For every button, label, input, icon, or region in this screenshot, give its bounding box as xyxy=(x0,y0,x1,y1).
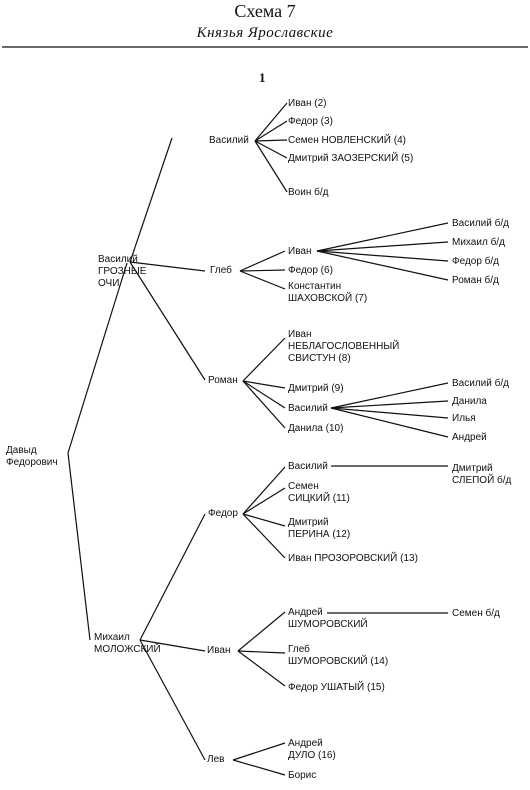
person-vasiliy-bd2: Василий б/д xyxy=(452,377,509,389)
person-dmitriy-5: Дмитрий ЗАОЗЕРСКИЙ (5) xyxy=(288,151,413,164)
person-fedor-3: Федор (3) xyxy=(288,116,333,127)
person-label-line: ГРОЗНЫЕ xyxy=(98,266,147,277)
person-label-line: Андрей xyxy=(288,607,323,618)
person-label-line: Роман xyxy=(208,375,238,386)
person-label-line: Семен xyxy=(288,481,319,492)
person-label-line: Василий xyxy=(288,403,328,414)
person-roman: Роман xyxy=(208,375,238,386)
person-label-line: Давыд xyxy=(6,445,37,456)
person-fedor-bd: Федор б/д xyxy=(452,255,499,267)
person-label-line: Василий б/д xyxy=(452,217,509,229)
person-label-line: Данила xyxy=(452,396,487,407)
person-label-line: Глеб xyxy=(210,264,232,276)
person-label-line: Константин xyxy=(288,281,341,292)
person-fedor-15: Федор УШАТЫЙ (15) xyxy=(288,680,385,693)
person-label-line: Дмитрий ЗАОЗЕРСКИЙ (5) xyxy=(288,151,413,164)
person-label-line: Иван xyxy=(288,329,311,340)
person-label-line: Федор УШАТЫЙ (15) xyxy=(288,680,385,693)
person-label-line: Василий xyxy=(209,135,249,146)
person-label-line: Андрей xyxy=(452,432,487,443)
person-label-line: ШУМОРОВСКИЙ (14) xyxy=(288,654,388,667)
person-label-line: Василий xyxy=(288,461,328,472)
person-ilya: Илья xyxy=(452,413,476,424)
person-label-line: Михаил б/д xyxy=(452,236,505,248)
person-label-line: Иван xyxy=(288,246,311,257)
person-vasiliy-r: Василий xyxy=(288,403,328,414)
person-label-line: Дмитрий xyxy=(288,517,329,528)
page-marker: 1 xyxy=(259,70,266,85)
person-label-line: Дмитрий (9) xyxy=(288,383,344,394)
person-label-line: Роман б/д xyxy=(452,274,499,286)
person-label-line: СИЦКИЙ (11) xyxy=(288,491,350,504)
person-ivan-13: Иван ПРОЗОРОВСКИЙ (13) xyxy=(288,551,418,564)
connector-lines xyxy=(67,102,449,776)
person-label-line: Федор б/д xyxy=(452,255,499,267)
person-ivan-2: Иван (2) xyxy=(288,98,326,109)
person-fedor-m: Федор xyxy=(208,508,238,519)
person-andrey-r: Андрей xyxy=(452,432,487,443)
person-label-line: Лев xyxy=(207,754,224,765)
person-lev: Лев xyxy=(207,754,224,765)
person-vasiliy2: Василий xyxy=(209,135,249,146)
person-label-line: Семен НОВЛЕНСКИЙ (4) xyxy=(288,133,406,146)
diagram-title: Схема 7 xyxy=(234,1,295,21)
person-label-line: Глеб xyxy=(288,643,310,655)
person-label-line: Иван (2) xyxy=(288,98,326,109)
person-label-line: Федорович xyxy=(6,457,58,468)
person-mikhail-bd: Михаил б/д xyxy=(452,236,505,248)
person-boris: Борис xyxy=(288,770,316,781)
person-label-line: Иван xyxy=(207,645,230,656)
person-label-line: Данила (10) xyxy=(288,423,343,434)
person-semen-4: Семен НОВЛЕНСКИЙ (4) xyxy=(288,133,406,146)
person-voin: Воин б/д xyxy=(288,186,329,198)
person-label-line: Михаил xyxy=(94,632,130,643)
person-danila-10: Данила (10) xyxy=(288,423,343,434)
person-label-line: ШАХОВСКОЙ (7) xyxy=(288,291,367,304)
person-label-line: ШУМОРОВСКИЙ xyxy=(288,617,368,630)
person-semen-bd: Семен б/д xyxy=(452,607,500,619)
person-vasiliy-f: Василий xyxy=(288,461,328,472)
person-vasiliy-bd1: Василий б/д xyxy=(452,217,509,229)
person-label-line: Федор (3) xyxy=(288,116,333,127)
person-label-line: СЛЕПОЙ б/д xyxy=(452,473,512,486)
person-label-line: Василий xyxy=(98,254,138,265)
person-label-line: НЕБЛАГОСЛОВЕННЫЙ xyxy=(288,339,399,352)
person-ivan-g: Иван xyxy=(288,246,311,257)
person-label-line: Федор xyxy=(208,508,238,519)
person-label-line: ОЧИ xyxy=(98,278,119,289)
person-label-line: Федор (6) xyxy=(288,265,333,276)
person-label-line: Илья xyxy=(452,413,476,424)
person-label-line: Андрей xyxy=(288,738,323,749)
person-ivan-m: Иван xyxy=(207,645,230,656)
diagram-subtitle: Князья Ярославские xyxy=(196,25,334,41)
person-dmitriy-9: Дмитрий (9) xyxy=(288,383,344,394)
person-label-line: ДУЛО (16) xyxy=(288,750,336,761)
person-label-line: СВИСТУН (8) xyxy=(288,353,351,364)
person-label-line: Дмитрий xyxy=(452,463,493,474)
person-roman-bd: Роман б/д xyxy=(452,274,499,286)
person-danila: Данила xyxy=(452,396,487,407)
person-label-line: Василий б/д xyxy=(452,377,509,389)
person-gleb: Глеб xyxy=(210,264,232,276)
person-fedor-6: Федор (6) xyxy=(288,265,333,276)
person-label-line: Иван ПРОЗОРОВСКИЙ (13) xyxy=(288,551,418,564)
person-label-line: Борис xyxy=(288,770,316,781)
person-label-line: Семен б/д xyxy=(452,607,500,619)
person-label-line: МОЛОЖСКИЙ xyxy=(94,642,161,655)
person-label-line: Воин б/д xyxy=(288,186,329,198)
person-label-line: ПЕРИНА (12) xyxy=(288,529,350,540)
